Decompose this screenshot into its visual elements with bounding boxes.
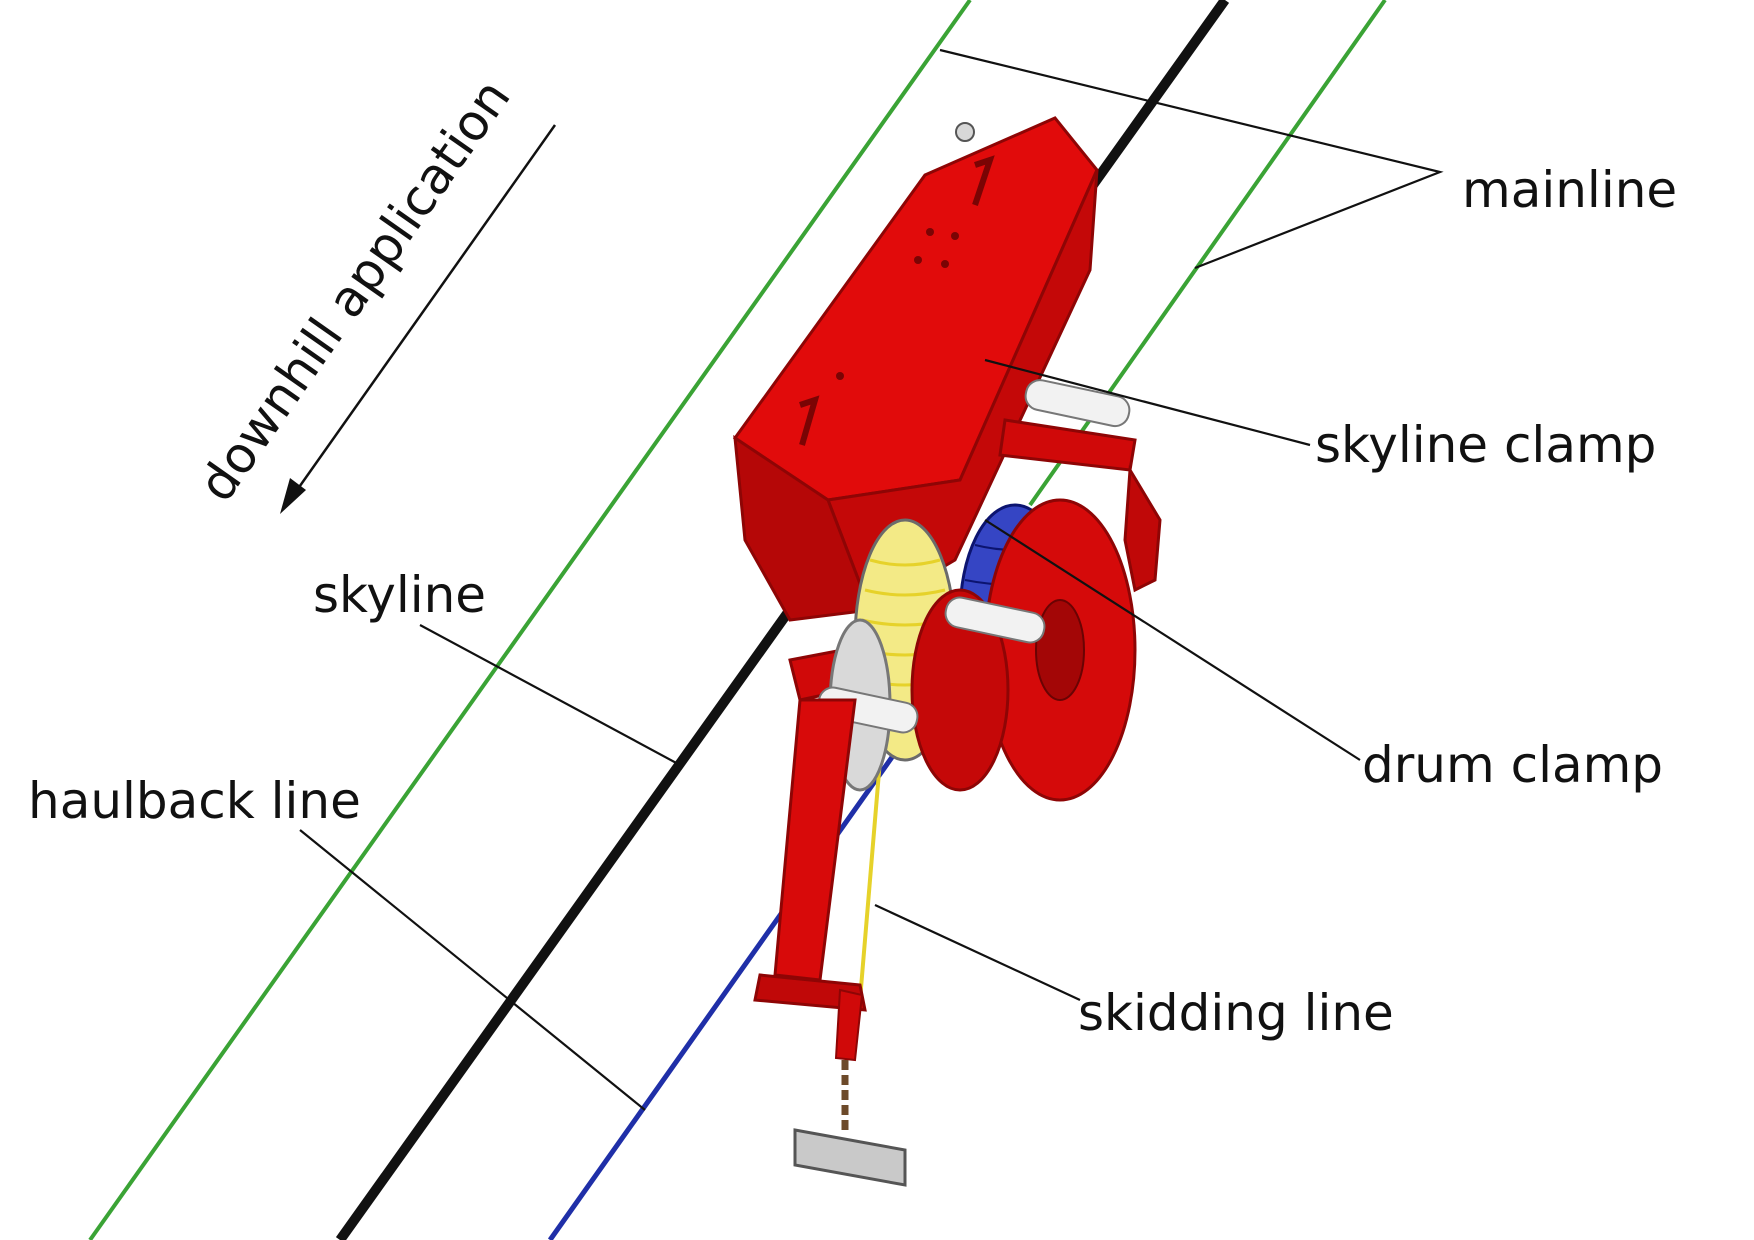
drum-flange-inner <box>910 588 1010 792</box>
roller <box>1024 379 1131 428</box>
choker-plate <box>793 1128 907 1187</box>
drum-hub <box>1035 599 1085 701</box>
leader-lines <box>299 48 1444 1111</box>
arrow-head-icon <box>280 478 306 514</box>
drum-clamp-arm <box>1123 465 1162 593</box>
skyline-clamp-leader <box>984 358 1311 447</box>
cables <box>88 0 1387 1240</box>
drum-clamp-label: drum clamp <box>1362 736 1663 794</box>
bolt-icon <box>955 122 975 142</box>
carriage-boom <box>773 698 857 982</box>
mainline-label: mainline <box>1462 161 1677 219</box>
haulback-line-leader <box>299 829 646 1111</box>
carriage-end-cap <box>733 434 873 622</box>
mainline-cable-left <box>88 0 972 1240</box>
skidding-line-leader <box>874 904 1081 1001</box>
labels: mainline skyline clamp skyline drum clam… <box>28 161 1677 1042</box>
handle-icon <box>972 155 995 206</box>
choker-hook <box>834 988 864 1062</box>
downhill-arrow: downhill application <box>187 69 557 514</box>
mainline-leader <box>939 48 1444 270</box>
carriage-boom-foot <box>753 973 867 1012</box>
direction-label: downhill application <box>187 69 521 512</box>
roller <box>944 596 1046 644</box>
skyline-leader <box>419 624 681 766</box>
carriage <box>732 116 1162 1187</box>
skidding-line-label: skidding line <box>1078 984 1394 1042</box>
handle-icon <box>799 395 820 446</box>
haulback-line-label: haulback line <box>28 772 361 830</box>
skyline-label: skyline <box>313 566 486 624</box>
skyline-clamp-label: skyline clamp <box>1315 416 1656 474</box>
carriage-upper-bracket <box>998 418 1137 472</box>
carriage-plate-details <box>799 122 995 446</box>
drum-clamp-leader <box>984 519 1361 761</box>
